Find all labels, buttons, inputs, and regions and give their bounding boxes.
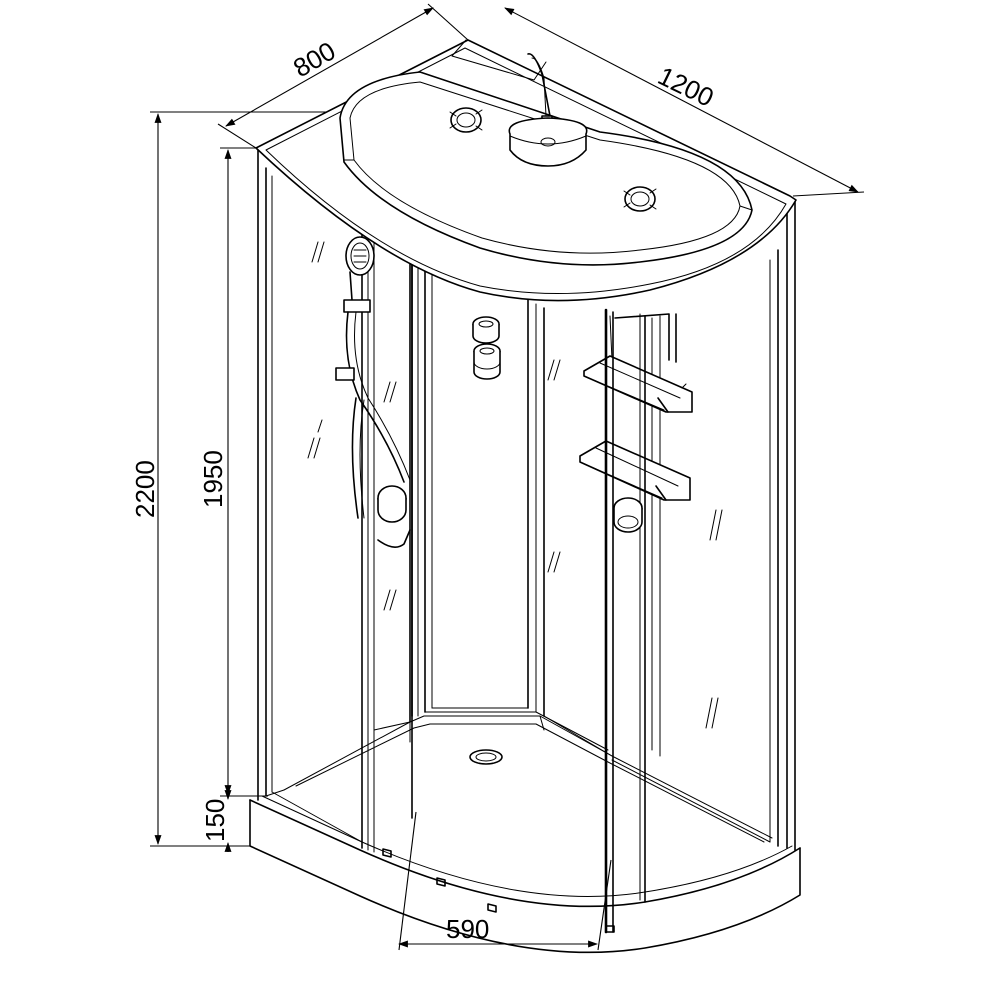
jet-icon (473, 343, 501, 380)
wall-shelves (579, 355, 693, 501)
glass-reflections (307, 241, 723, 729)
width-label: 1200 (653, 60, 718, 112)
lower-shelf (579, 440, 691, 501)
door-handle-icon (613, 497, 643, 533)
cabin-height-label: 1950 (198, 450, 228, 508)
roof-vent-icon (623, 186, 657, 212)
total-height-label: 2200 (130, 460, 160, 518)
depth-dimension-line (225, 7, 434, 127)
mixer-icon (335, 367, 355, 381)
width-dimension-line (504, 7, 859, 193)
back-wall-jets (472, 316, 501, 380)
cabin-roof (255, 39, 797, 302)
slide-bar-holder-icon (343, 299, 371, 313)
hand-shower-assembly (335, 236, 411, 548)
rain-shower-head-icon (508, 53, 588, 167)
shower-tray (249, 715, 801, 954)
roof-vent-icon (449, 107, 483, 133)
control-knob-icon (377, 485, 407, 523)
left-glass-panel (257, 147, 419, 853)
drain-icon (469, 749, 503, 765)
hand-shower-head-icon (345, 236, 375, 301)
front-curved-glass (604, 199, 796, 934)
depth-label: 800 (288, 36, 341, 84)
upper-shelf (583, 355, 693, 413)
tray-height-label: 150 (200, 799, 230, 842)
door-roller-icons (382, 848, 615, 933)
jet-icon (472, 316, 500, 344)
